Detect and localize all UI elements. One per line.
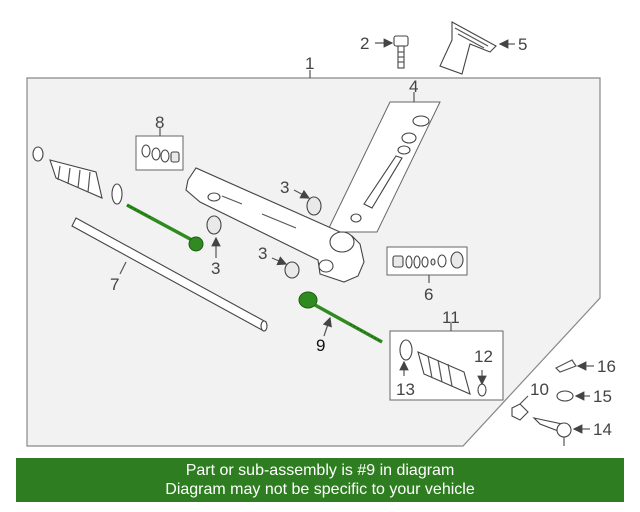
cotter-pin-part-16 xyxy=(554,359,577,373)
callout-3a: 3 xyxy=(280,178,289,197)
rack-housing xyxy=(185,167,365,283)
nut-part-10 xyxy=(511,403,529,421)
callout-12: 12 xyxy=(474,347,493,366)
callout-4: 4 xyxy=(409,77,418,96)
bushing-part-3b xyxy=(206,215,222,235)
callout-6: 6 xyxy=(424,285,433,304)
callout-16: 16 xyxy=(597,357,616,376)
callout-13: 13 xyxy=(396,380,415,399)
rod-part-7 xyxy=(71,217,268,332)
assembly-panel xyxy=(26,77,601,447)
cap-part-15 xyxy=(556,390,574,402)
callout-1: 1 xyxy=(305,54,314,73)
bushing-part-3c xyxy=(284,261,300,279)
callout-10: 10 xyxy=(530,380,549,399)
callout-11: 11 xyxy=(442,308,460,327)
inner-tie-rod-upper xyxy=(126,203,204,252)
bolt-part-2 xyxy=(393,35,409,69)
diagram-notice-banner: Part or sub-assembly is #9 in diagram Di… xyxy=(16,458,624,502)
left-boot xyxy=(32,146,123,205)
callout-9: 9 xyxy=(316,336,325,355)
callout-15: 15 xyxy=(593,387,612,406)
inner-tie-rod-part-9[interactable] xyxy=(298,291,383,344)
callout-14: 14 xyxy=(593,420,612,439)
callout-7: 7 xyxy=(110,275,119,294)
callout-5: 5 xyxy=(518,35,527,54)
callout-7-leader xyxy=(119,261,127,275)
tie-rod-end-part-14 xyxy=(532,417,572,446)
cover-part-5 xyxy=(439,21,497,75)
seal-parts-8 xyxy=(141,144,180,163)
callout-2: 2 xyxy=(360,34,369,53)
callout-3b: 3 xyxy=(211,259,220,278)
callout-10-leader xyxy=(519,395,529,405)
banner-line-2: Diagram may not be specific to your vehi… xyxy=(165,481,475,498)
seal-parts-6 xyxy=(392,251,464,269)
callout-3c-leader xyxy=(271,256,288,266)
callout-3c: 3 xyxy=(258,244,267,263)
banner-line-1: Part or sub-assembly is #9 in diagram xyxy=(185,462,455,479)
bushing-part-3a xyxy=(306,196,322,216)
callout-8: 8 xyxy=(155,113,164,132)
callout-9-leader xyxy=(322,316,332,337)
callout-3a-leader xyxy=(293,189,311,199)
valve-parts xyxy=(350,115,430,223)
right-boot xyxy=(399,339,487,397)
